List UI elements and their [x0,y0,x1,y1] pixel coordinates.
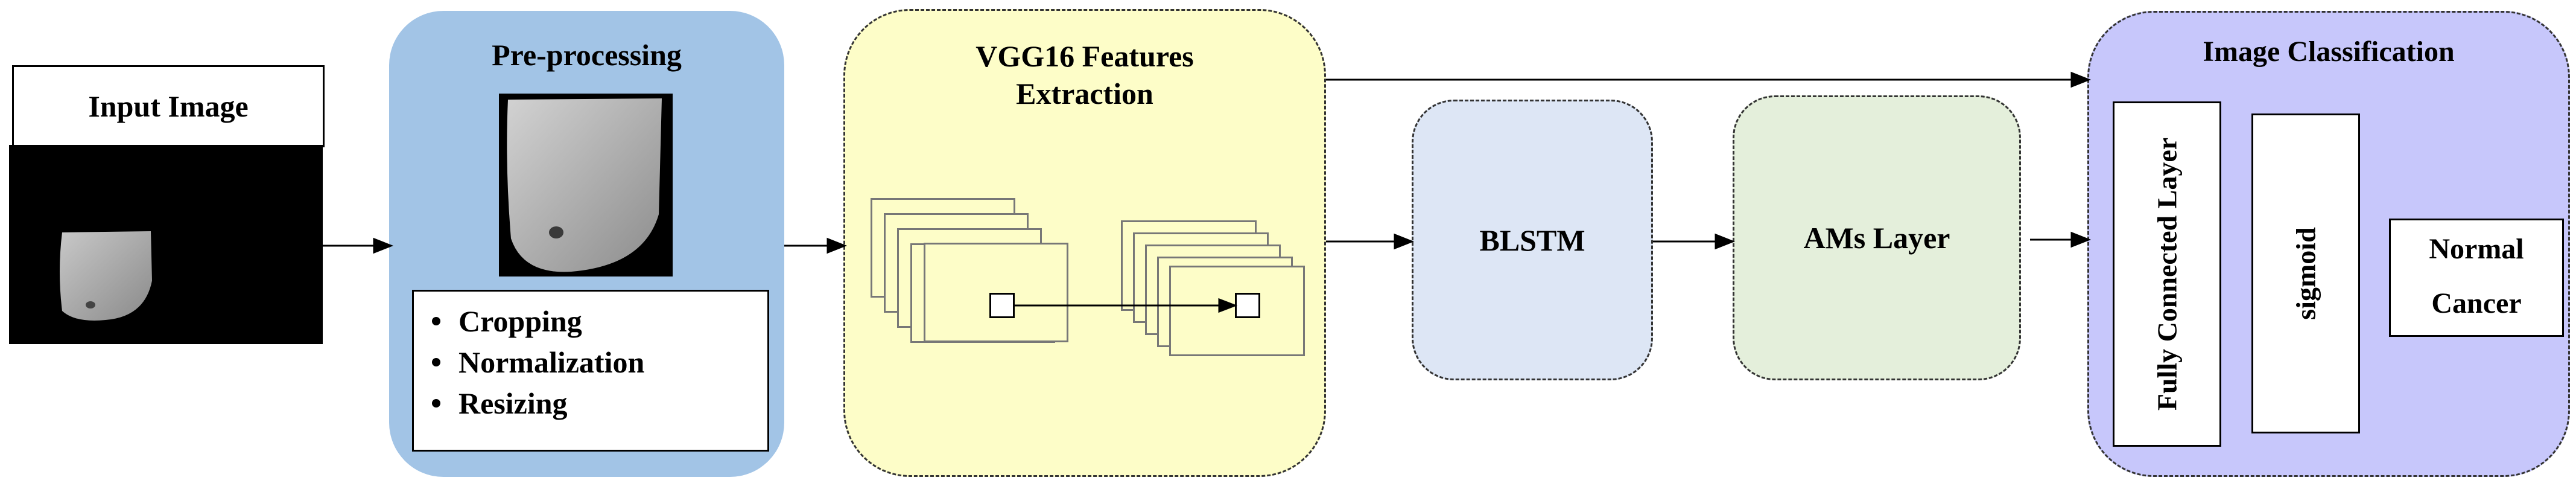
arrowhead-icon [1394,233,1415,250]
bullet-icon [432,358,440,366]
kernel-square [989,293,1015,318]
ams-layer-box: AMs Layer [1733,95,2021,380]
output-cancer-label: Cancer [2431,287,2522,319]
output-classes-box: Normal Cancer [2389,219,2564,337]
bullet-icon [432,399,440,408]
breast-silhouette-icon [507,98,662,272]
input-image-label-box: Input Image [12,65,325,147]
arrowhead-icon [2070,71,2092,88]
fully-connected-layer-box: Fully Connected Layer [2113,101,2221,447]
input-image-title: Input Image [88,89,249,123]
arrowhead-icon [373,237,394,254]
bullet-icon [432,317,440,325]
output-normal-label: Normal [2429,233,2524,265]
list-item: Normalization [432,345,644,380]
blstm-label: BLSTM [1479,223,1585,257]
preprocessing-steps-list: Cropping Normalization Resizing [412,290,769,452]
sigmoid-box: sigmoid [2251,113,2360,433]
blstm-box: BLSTM [1412,100,1653,380]
preprocessed-image [499,94,673,276]
arrowhead-icon [1218,298,1238,313]
input-thermal-image [9,145,323,344]
preprocessing-title: Pre-processing [492,38,682,72]
list-item: Resizing [432,386,568,421]
feature-map [924,243,1068,342]
arrowhead-icon [826,237,848,254]
breast-silhouette-icon [60,231,152,321]
arrowhead-icon [2070,231,2092,248]
arrowhead-icon [1715,233,1736,250]
list-item: Cropping [432,304,582,339]
vgg16-title: VGG16 Features Extraction [976,39,1194,110]
ams-layer-label: AMs Layer [1803,221,1950,255]
classification-title: Image Classification [2203,36,2455,68]
